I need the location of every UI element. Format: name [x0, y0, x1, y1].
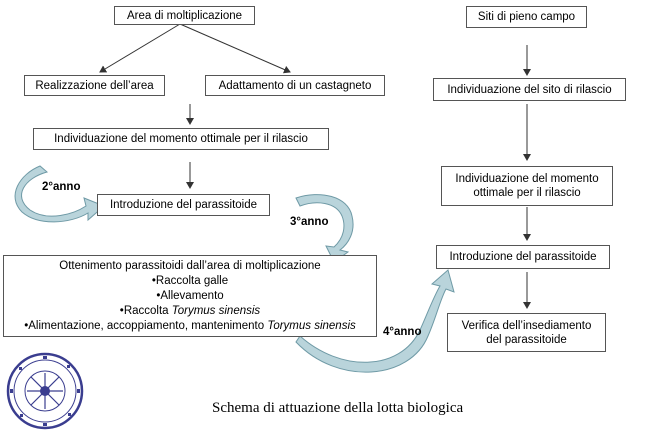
- individuazione-momento-label: Individuazione del momento ottimale per …: [54, 133, 308, 145]
- ottenimento-item-allevamento: •Allevamento: [156, 290, 224, 302]
- verifica-insediamento-box: Verifica dell’insediamento del parassito…: [447, 313, 606, 352]
- individuazione-momento-right-line2: ottimale per il rilascio: [473, 187, 581, 199]
- realizzazione-area-box: Realizzazione dell’area: [24, 75, 165, 96]
- area-moltiplicazione-box: Area di moltiplicazione: [114, 6, 255, 25]
- torymus-species-2: Torymus sinensis: [267, 320, 356, 332]
- diagram-caption: Schema di attuazione della lotta biologi…: [212, 400, 464, 416]
- introduzione-parassitoide-right-box: Introduzione del parassitoide: [436, 245, 610, 269]
- torymus-species-1: Torymus sinensis: [171, 305, 261, 317]
- ottenimento-parassitoidi-box: Ottenimento parassitoidi dall’area di mo…: [3, 255, 377, 337]
- individuazione-sito-label: Individuazione del sito di rilascio: [447, 83, 612, 96]
- alimentazione-prefix: •Alimentazione, accoppiamento, mantenime…: [24, 320, 268, 332]
- curved-arrow-2anno: [14, 165, 105, 223]
- individuazione-momento-right-box: Individuazione del momento ottimale per …: [441, 166, 613, 206]
- individuazione-momento-box: Individuazione del momento ottimale per …: [33, 128, 329, 150]
- introduzione-parassitoide-right-label: Introduzione del parassitoide: [449, 251, 597, 263]
- realizzazione-area-label: Realizzazione dell’area: [35, 79, 154, 92]
- label-3anno: 3°anno: [290, 216, 329, 228]
- arrow-area-to-adattamento: [179, 23, 291, 74]
- siti-pieno-campo-box: Siti di pieno campo: [466, 6, 587, 28]
- adattamento-castagneto-box: Adattamento di un castagneto: [205, 75, 385, 96]
- introduzione-parassitoide-label: Introduzione del parassitoide: [109, 199, 258, 211]
- ottenimento-title: Ottenimento parassitoidi dall’area di mo…: [59, 260, 321, 272]
- individuazione-momento-right-line1: Individuazione del momento: [455, 173, 599, 185]
- introduzione-parassitoide-box: Introduzione del parassitoide: [97, 194, 270, 216]
- ottenimento-item-raccolta-galle: •Raccolta galle: [151, 275, 229, 287]
- label-4anno: 4°anno: [383, 326, 422, 338]
- curved-arrow-3anno: [295, 194, 354, 263]
- area-moltiplicazione-label: Area di moltiplicazione: [126, 9, 243, 22]
- verifica-line1: Verifica dell’insediamento: [461, 319, 592, 332]
- individuazione-sito-box: Individuazione del sito di rilascio: [433, 78, 626, 101]
- arrow-area-to-realizzazione: [99, 23, 181, 73]
- raccolta-prefix: •Raccolta: [119, 305, 172, 317]
- ottenimento-item-alimentazione: •Alimentazione, accoppiamento, mantenime…: [4, 319, 376, 334]
- adattamento-castagneto-label: Adattamento di un castagneto: [218, 79, 372, 92]
- ottenimento-item-raccolta-torymus: •Raccolta Torymus sinensis: [4, 304, 376, 319]
- siti-pieno-campo-label: Siti di pieno campo: [477, 11, 576, 23]
- verifica-line2: del parassitoide: [486, 333, 567, 346]
- university-seal-icon: [6, 352, 84, 430]
- label-2anno: 2°anno: [42, 181, 81, 193]
- curved-arrow-4anno: [295, 269, 455, 373]
